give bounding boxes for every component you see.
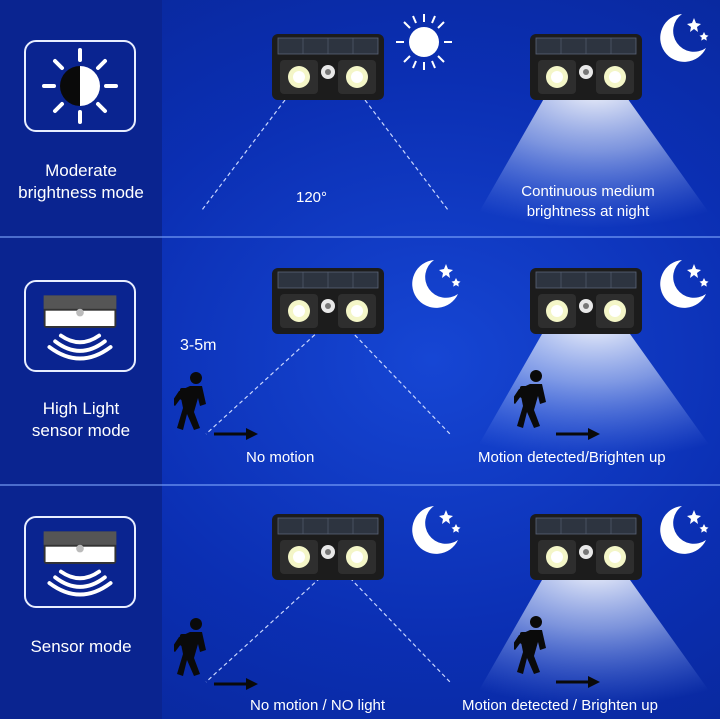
arrow-right-icon [556, 676, 600, 688]
walking-person-icon [514, 368, 554, 428]
lamp-motion-sensor-icon [24, 516, 136, 608]
mode-label-line: sensor mode [31, 421, 131, 440]
mode-label-line: Sensor mode [30, 637, 132, 656]
moon-stars-icon [652, 254, 712, 310]
distance-label: 3-5m [180, 337, 217, 354]
moon-stars-icon [404, 500, 464, 556]
beam-angle-lines [201, 100, 449, 211]
caption-line: Continuous medium [521, 183, 655, 200]
sun-icon [396, 14, 452, 70]
sensor-range-lines [205, 330, 451, 435]
mode-label-sensor: Sensor mode [0, 636, 162, 658]
moon-stars-icon [652, 500, 712, 556]
moon-stars-icon [404, 254, 464, 310]
mode-label-line: brightness mode [18, 183, 144, 202]
walking-person-icon [174, 370, 214, 430]
motion-detected-caption: Motion detected / Brighten up [462, 697, 658, 714]
caption-line: brightness at night [526, 203, 650, 220]
solar-lamp-icon [528, 510, 644, 582]
mode-label-moderate: Moderate brightness mode [0, 160, 162, 204]
solar-lamp-icon [270, 30, 386, 102]
motion-detected-caption: Motion detected/Brighten up [478, 449, 666, 466]
arrow-right-icon [556, 428, 600, 440]
half-sun-icon [24, 40, 136, 132]
light-beam-glow [470, 88, 720, 228]
continuous-brightness-caption: Continuous medium brightness at night [488, 182, 688, 222]
lamp-motion-sensor-icon [24, 280, 136, 372]
solar-lamp-icon [528, 30, 644, 102]
arrow-right-icon [214, 428, 258, 440]
solar-lamp-icon [270, 264, 386, 336]
beam-angle-label: 120° [296, 189, 328, 206]
solar-lamp-icon [270, 510, 386, 582]
mode-label-high-light-sensor: High Light sensor mode [0, 398, 162, 442]
walking-person-icon [174, 616, 214, 676]
no-motion-no-light-caption: No motion / NO light [250, 697, 386, 714]
light-beam-glow [470, 566, 720, 706]
mode-label-line: Moderate [45, 161, 117, 180]
light-beam-glow [470, 320, 720, 460]
arrow-right-icon [214, 678, 258, 690]
moon-stars-icon [652, 8, 712, 64]
sensor-range-lines [205, 578, 451, 683]
section-divider [0, 236, 720, 238]
mode-label-line: High Light [42, 399, 120, 418]
walking-person-icon [514, 614, 554, 674]
no-motion-caption: No motion [246, 449, 315, 466]
solar-lamp-icon [528, 264, 644, 336]
section-divider [0, 484, 720, 486]
